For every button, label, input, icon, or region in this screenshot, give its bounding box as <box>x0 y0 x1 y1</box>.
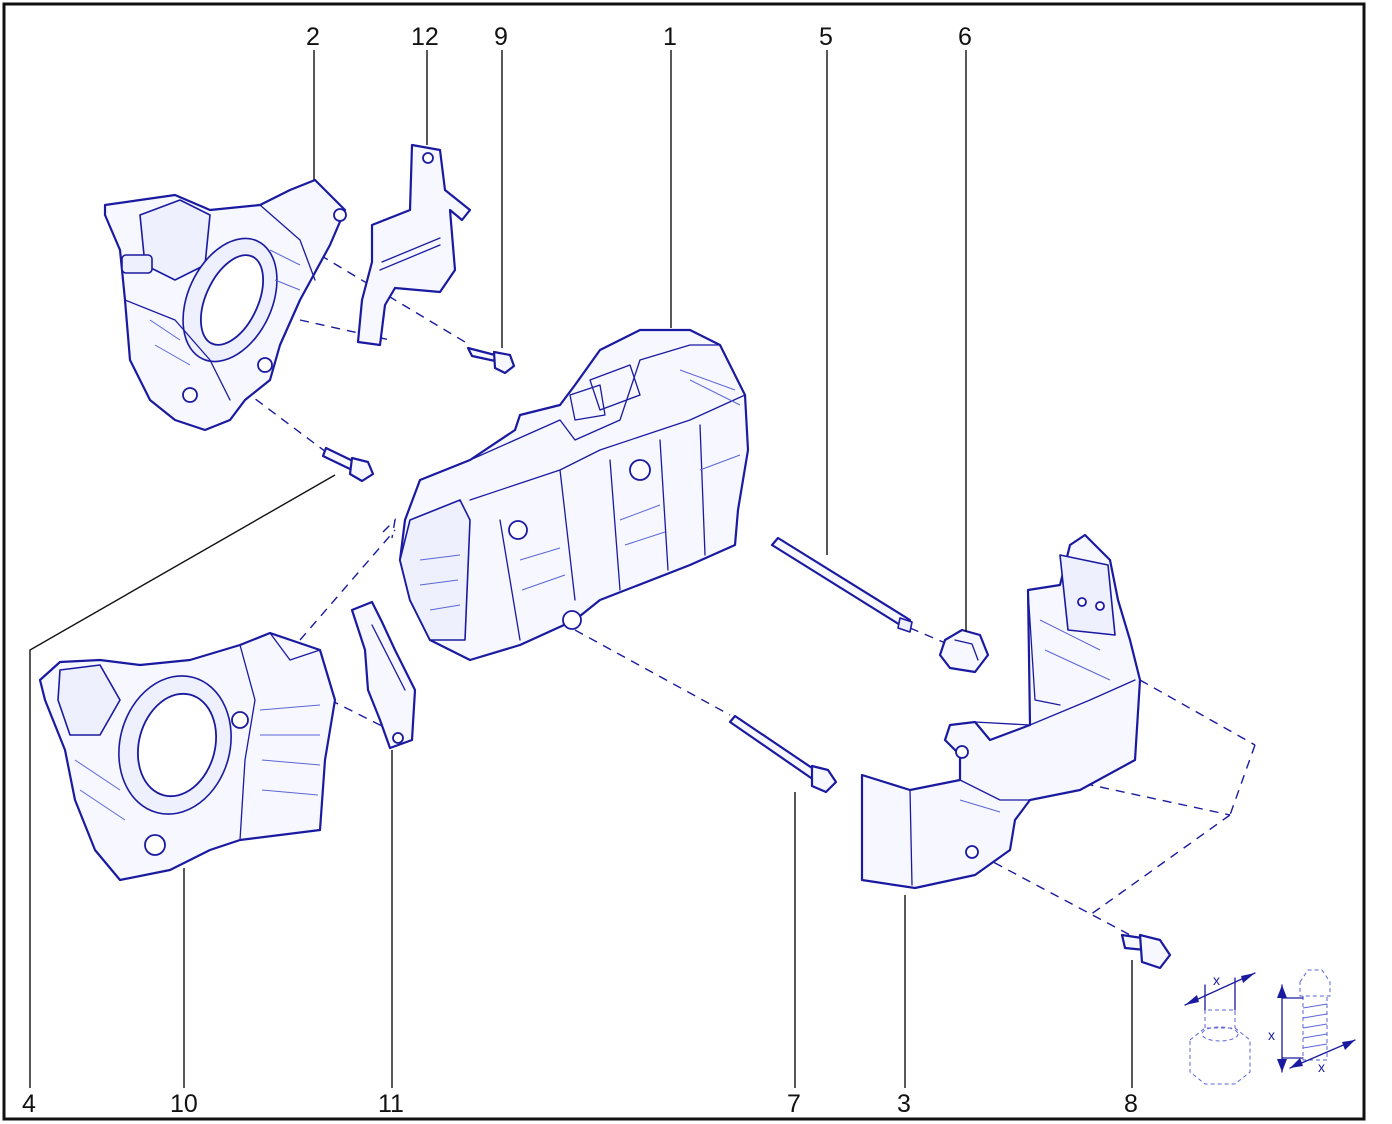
nut-dimension-symbol: x <box>1184 972 1256 1085</box>
part-upper-clip <box>356 143 472 347</box>
part-lower-clip <box>350 600 417 750</box>
part-lower-bracket <box>38 631 337 882</box>
callout-6: 6 <box>958 23 972 51</box>
leader-lines <box>29 50 1133 1088</box>
callout-4: 4 <box>22 1090 36 1118</box>
part-bolt-7 <box>728 714 838 794</box>
part-main-unit <box>398 328 750 662</box>
callout-12: 12 <box>411 23 439 51</box>
part-cover-3 <box>860 533 1142 890</box>
part-upper-bracket <box>103 178 347 432</box>
fastener-dimension-symbols: x x x <box>1184 969 1356 1085</box>
callout-3: 3 <box>897 1090 911 1118</box>
bolt-width-label: x <box>1318 1059 1325 1075</box>
callout-10: 10 <box>170 1090 198 1118</box>
callout-5: 5 <box>819 23 833 51</box>
part-stud-5 <box>770 536 913 633</box>
callout-1: 1 <box>663 23 677 51</box>
callout-9: 9 <box>494 23 508 51</box>
callout-labels: 1 2 3 4 5 6 7 8 9 10 11 12 <box>22 23 1138 1118</box>
bolt-length-label: x <box>1268 1027 1275 1043</box>
callout-8: 8 <box>1124 1090 1138 1118</box>
diagram-frame <box>2 2 1366 1121</box>
nut-dimension-label: x <box>1213 972 1220 988</box>
callout-7: 7 <box>787 1090 801 1118</box>
callout-11: 11 <box>378 1090 404 1118</box>
callout-2: 2 <box>306 23 320 51</box>
part-bolt-4 <box>321 446 375 483</box>
part-bolt-8 <box>1120 933 1172 970</box>
part-nut-6 <box>938 628 990 674</box>
part-bolt-9 <box>466 346 516 375</box>
bolt-dimension-symbol: x x <box>1268 969 1356 1075</box>
